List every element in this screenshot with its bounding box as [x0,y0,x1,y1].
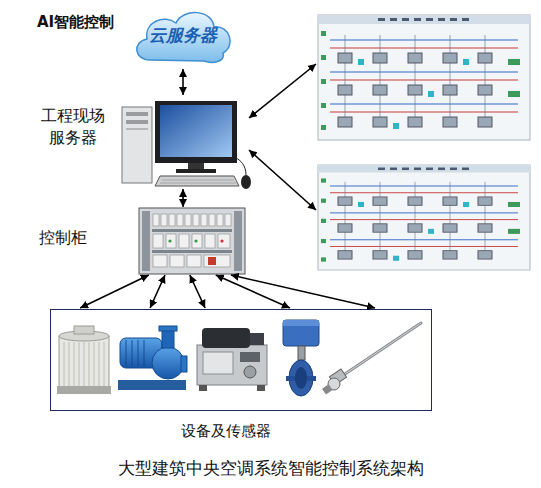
screenshot-arrows [249,64,316,210]
side-label: 工程现场 服务器 [33,105,113,149]
section-label: AI智能控制 [37,12,133,32]
temperature-sensor [322,323,421,395]
group-label: 设备及传感器 [151,421,301,441]
node-label: 云服务器 [135,24,231,47]
monitoring-screenshot [318,165,530,270]
side-label: 控制柜 [39,227,119,249]
double-arrow [216,275,290,308]
cloud-server-node: AI智能控制云服务器 [135,4,231,66]
server-computer [122,101,251,189]
double-arrow [190,275,205,308]
double-arrow [80,275,149,308]
server-node: 工程现场 服务器 [118,98,243,188]
cabinet-node: 控制柜 [138,208,246,274]
double-arrow [182,189,184,207]
cooling-tower [57,326,111,394]
double-arrow [150,275,165,308]
control-valve [283,320,319,396]
figure-caption: 大型建筑中央空调系统智能控制系统架构 [0,458,541,480]
device-group-box: 设备及传感器 [50,309,432,411]
monitoring-screenshot [318,15,530,140]
double-arrow [231,275,375,308]
chiller-unit [197,328,267,391]
control-cabinet [139,208,245,274]
water-pump [118,326,187,390]
double-arrow [182,69,184,95]
